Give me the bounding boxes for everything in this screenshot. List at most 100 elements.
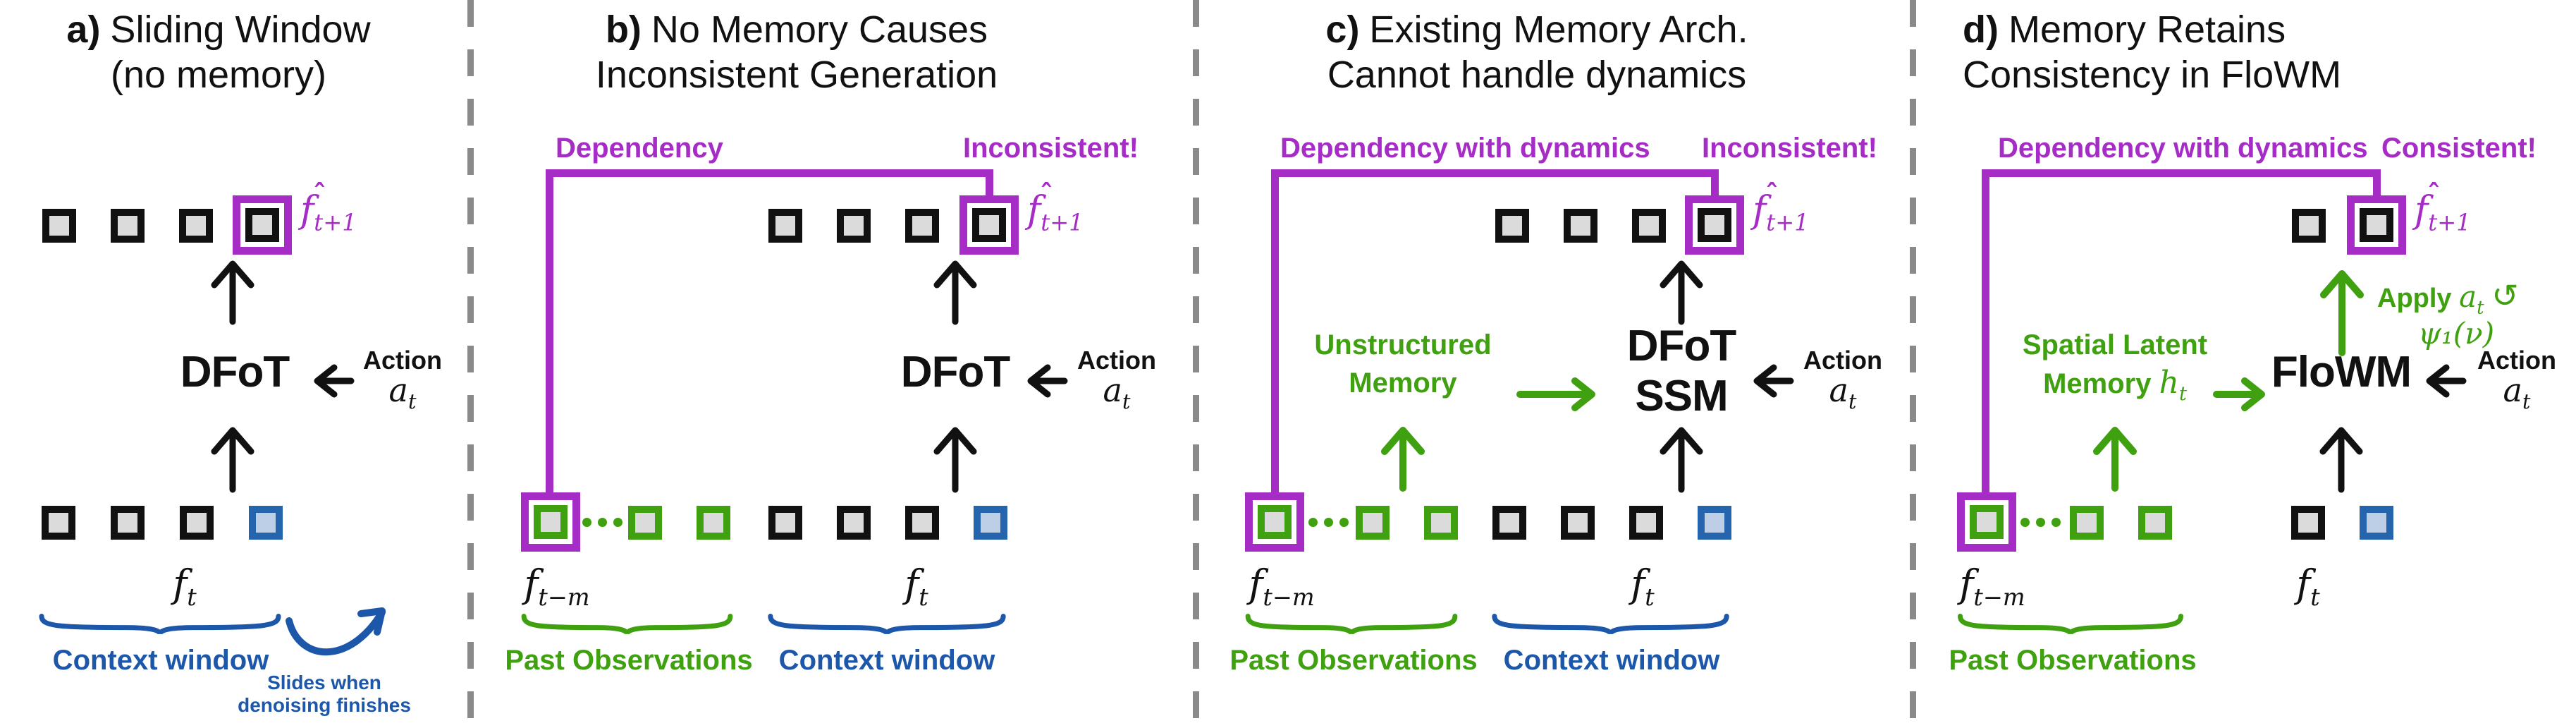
past-frame-cell	[697, 506, 730, 540]
panel-divider	[1193, 0, 1199, 728]
ftm-label: ft−m	[524, 562, 590, 611]
frame-cell	[905, 506, 939, 540]
left-arrow-icon	[1753, 364, 1794, 398]
context-window-label: Context window	[1503, 645, 1720, 676]
dependency-line-drop	[1711, 173, 1719, 197]
memory-module-label: Spatial Latent Memory ht	[2022, 329, 2208, 405]
ftm-label: ft−m	[1959, 562, 2025, 611]
past-frame-cell	[2070, 506, 2104, 540]
apply-action-label: Apply at ↺	[2377, 277, 2519, 319]
left-arrow-icon	[1027, 364, 1068, 398]
panel-b-marker: b)	[605, 8, 642, 51]
hat-accent: ˆ	[312, 178, 326, 210]
slide-swoosh-arrow-icon	[286, 607, 386, 656]
memory-module-label: Unstructured Memory	[1314, 329, 1492, 399]
past-observations-label: Past Observations	[1229, 645, 1478, 676]
past-frame-box	[1957, 492, 2016, 552]
right-arrow-icon	[1516, 377, 1595, 411]
dependency-line-horizontal	[546, 169, 993, 177]
past-frame-cell	[1356, 506, 1390, 540]
past-observations-brace	[1956, 614, 2185, 635]
panel-c-title-line2: Cannot handle dynamics	[1327, 54, 1747, 96]
up-arrow-icon	[2319, 427, 2363, 493]
panel-c-title-line1: Existing Memory Arch.	[1369, 8, 1748, 51]
frame-cell	[1564, 209, 1597, 243]
frame-cell	[2360, 208, 2393, 242]
dependency-line-drop	[986, 173, 993, 197]
noised-frame-cell	[2360, 506, 2393, 540]
up-arrow-icon	[1660, 260, 1703, 325]
frame-cell	[768, 209, 802, 243]
frame-cell	[837, 209, 871, 243]
action-symbol: at	[2503, 371, 2531, 414]
panel-c-title: c)Existing Memory Arch. Cannot handle dy…	[1241, 7, 1833, 97]
frame-cell	[1492, 506, 1526, 540]
panel-divider	[1910, 0, 1916, 728]
frame-cell	[1629, 506, 1663, 540]
green-up-arrow-icon	[2320, 270, 2364, 356]
action-label: Action	[363, 346, 442, 375]
model-name: DFoT	[180, 348, 290, 396]
dependency-label: Dependency with dynamics	[1280, 133, 1650, 164]
model-name: DFoT SSM	[1626, 322, 1736, 420]
dependency-line-horizontal	[1271, 169, 1719, 177]
frame-cell	[179, 209, 213, 243]
predicted-frame-box	[233, 195, 292, 255]
panel-a-title-line2: (no memory)	[110, 54, 327, 96]
panel-a-title: a)Sliding Window (no memory)	[14, 7, 423, 97]
inconsistent-label: Inconsistent!	[963, 133, 1139, 164]
action-input: Action at	[1070, 347, 1163, 418]
ftm-label: ft−m	[1249, 562, 1315, 611]
past-frame-cell	[1970, 505, 2004, 539]
loop-icon: ↺	[2491, 277, 2519, 314]
hat-accent: ˆ	[1039, 178, 1053, 210]
action-symbol: at	[388, 371, 417, 414]
action-input: Action at	[2470, 347, 2563, 418]
up-arrow-icon	[1660, 427, 1703, 493]
dependency-label: Dependency with dynamics	[1998, 133, 2368, 164]
dependency-line-vertical	[1271, 169, 1279, 492]
panel-a-title-line1: Sliding Window	[110, 8, 371, 51]
past-frame-cell	[1424, 506, 1458, 540]
dependency-label: Dependency	[556, 133, 723, 164]
frame-cell	[2292, 209, 2326, 243]
noised-frame-cell	[974, 506, 1007, 540]
noised-frame-cell	[249, 506, 283, 540]
panel-c-marker: c)	[1325, 8, 1360, 51]
consistent-label: Consistent!	[2381, 133, 2537, 164]
past-frame-cell	[2138, 506, 2172, 540]
up-arrow-icon	[933, 260, 977, 325]
panel-d-marker: d)	[1963, 8, 1999, 51]
panel-d-title-line2: Consistency in FloWM	[1963, 54, 2342, 96]
model-name: DFoT	[900, 348, 1010, 396]
predicted-frame-box	[2347, 195, 2406, 255]
frame-cell	[1632, 209, 1666, 243]
ft-label: ft	[904, 562, 928, 611]
past-frame-cell	[1258, 505, 1292, 539]
past-observations-brace	[1244, 614, 1459, 635]
green-up-arrow-icon	[2093, 427, 2137, 492]
frame-cell	[111, 209, 145, 243]
action-symbol: at	[1103, 371, 1131, 414]
right-arrow-icon	[2213, 377, 2265, 411]
ft-label: ft	[2296, 562, 2320, 611]
past-observations-label: Past Observations	[505, 645, 753, 676]
past-observations-brace	[520, 614, 735, 635]
slides-note: Slides when denoising finishes	[238, 672, 411, 716]
frame-cell	[2291, 506, 2325, 540]
model-name: FloWM	[2271, 348, 2412, 396]
up-arrow-icon	[211, 427, 254, 493]
panel-b-title-line1: No Memory Causes	[651, 8, 988, 51]
noised-frame-cell	[1698, 506, 1731, 540]
panel-d-title: d)Memory Retains Consistency in FloWM	[1963, 7, 2569, 97]
frame-cell	[972, 208, 1006, 242]
action-label: Action	[2477, 346, 2556, 375]
context-window-brace	[1490, 614, 1731, 635]
ft-label: ft	[173, 562, 197, 611]
ellipsis-dots	[1308, 518, 1349, 527]
up-arrow-icon	[211, 260, 254, 325]
panel-divider	[467, 0, 474, 728]
